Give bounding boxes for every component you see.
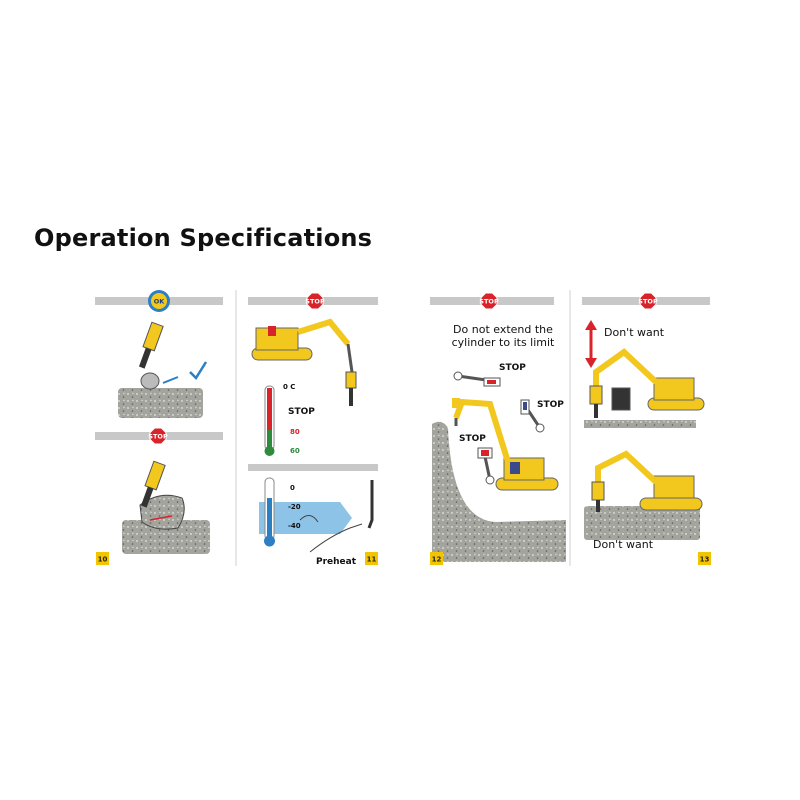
stop-sign-label: STOP bbox=[305, 297, 325, 305]
stop-label: STOP bbox=[537, 400, 564, 410]
stop-label: STOP bbox=[499, 363, 526, 373]
stop-sign-icon: STOP bbox=[638, 292, 658, 310]
excavator-illustration bbox=[584, 450, 703, 540]
tick-0: 0 bbox=[290, 484, 295, 492]
cylinder-icon bbox=[477, 447, 495, 485]
excavator-illustration bbox=[584, 348, 705, 428]
caption-line-1: Do not extend the bbox=[453, 323, 553, 336]
stop-sign-icon: STOP bbox=[305, 292, 325, 310]
breaker-incorrect-illustration bbox=[122, 460, 210, 554]
page-number: 11 bbox=[367, 556, 377, 564]
page-title: Operation Specifications bbox=[34, 224, 373, 252]
cylinder-icon bbox=[453, 371, 501, 387]
stop-sign-icon: STOP bbox=[479, 292, 499, 310]
stop-sign-icon: STOP bbox=[148, 427, 168, 445]
stop-sign-label: STOP bbox=[638, 297, 658, 305]
ok-sign: OK bbox=[148, 290, 170, 312]
thermometer-hot-icon bbox=[264, 385, 275, 456]
tick-60: 60 bbox=[290, 447, 300, 455]
preheat-illustration bbox=[259, 477, 374, 553]
temperature-unit: 0 C bbox=[283, 383, 295, 391]
panel-10: OK STOP 10 bbox=[95, 290, 223, 565]
page-number: 13 bbox=[700, 556, 710, 564]
tick-minus-20: -20 bbox=[288, 503, 301, 511]
stop-label: STOP bbox=[459, 434, 486, 444]
excavator-illustration bbox=[251, 318, 357, 406]
checkmark-icon bbox=[189, 361, 208, 380]
ground-slope bbox=[432, 421, 566, 562]
tick-minus-40: -40 bbox=[288, 522, 301, 530]
panel-11: STOP 0 C STOP 80 60 bbox=[248, 292, 378, 567]
chisel-icon bbox=[367, 480, 374, 529]
ok-sign-label: OK bbox=[154, 298, 166, 306]
excavator-illustration bbox=[452, 398, 559, 491]
panel-12: STOP Do not extend the cylinder to its l… bbox=[430, 292, 566, 565]
stop-sign-label: STOP bbox=[148, 432, 168, 440]
up-down-arrow-icon bbox=[585, 320, 597, 368]
page-badge bbox=[430, 552, 443, 565]
cylinder-icon bbox=[520, 399, 545, 433]
caption-top: Don't want bbox=[604, 326, 665, 339]
page-number: 10 bbox=[98, 556, 108, 564]
page-badge bbox=[96, 552, 109, 565]
page-number: 12 bbox=[432, 556, 442, 564]
page-badge bbox=[365, 552, 378, 565]
breaker-correct-illustration bbox=[118, 321, 208, 418]
caption-line-2: cylinder to its limit bbox=[452, 336, 555, 349]
stop-label: STOP bbox=[288, 407, 315, 417]
preheat-label: Preheat bbox=[316, 557, 357, 567]
header-bar bbox=[248, 464, 378, 471]
panel-13: STOP Don't want Don't want bbox=[582, 292, 711, 565]
caption-bottom: Don't want bbox=[593, 538, 654, 551]
tick-80: 80 bbox=[290, 428, 300, 436]
page-badge bbox=[698, 552, 711, 565]
stop-sign-label: STOP bbox=[479, 297, 499, 305]
